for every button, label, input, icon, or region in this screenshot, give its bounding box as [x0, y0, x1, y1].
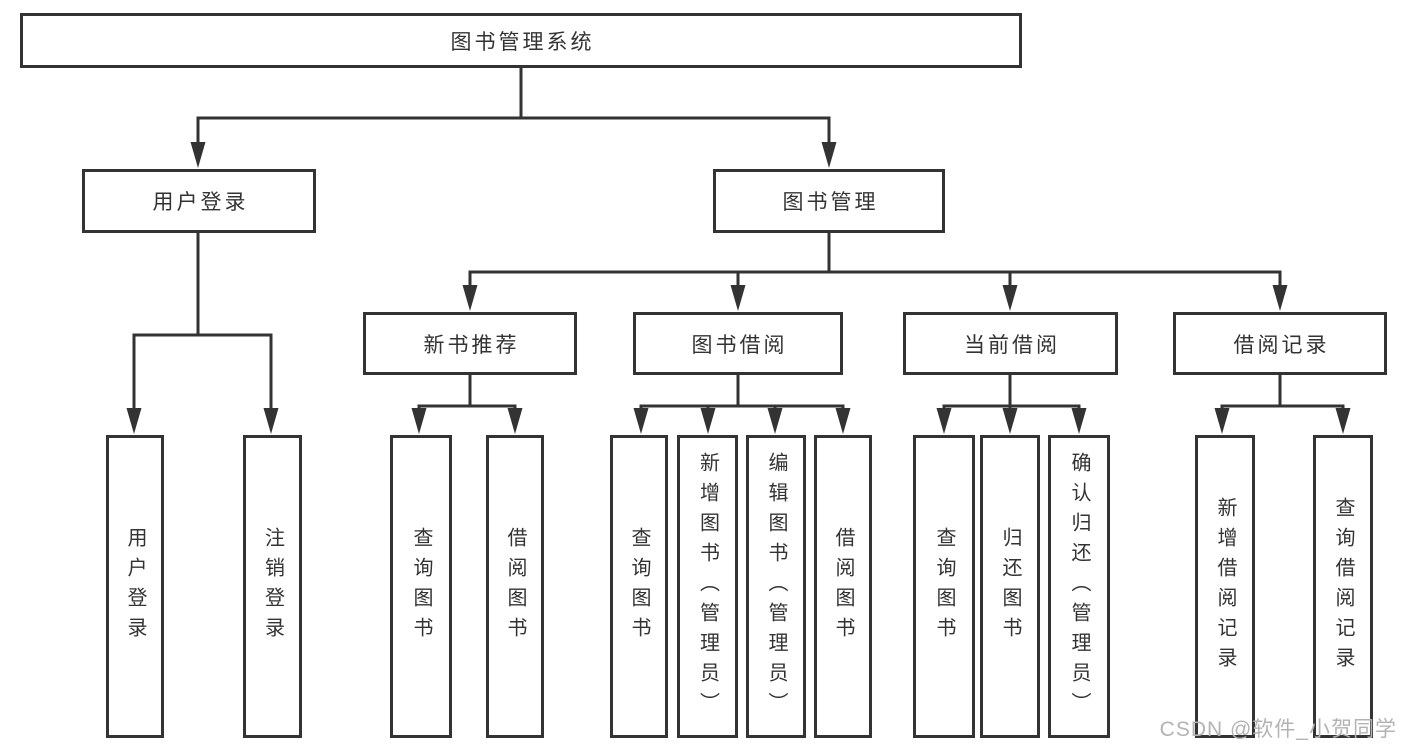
leaf-add-borrow-record: 新增借阅记录 [1195, 435, 1255, 738]
node-root-label: 图书管理系统 [450, 30, 595, 54]
node-book-management-label: 图书管理 [782, 191, 879, 214]
node-borrowing-records-label: 借阅记录 [1233, 333, 1330, 357]
node-borrowing-records: 借阅记录 [1173, 312, 1387, 375]
leaf-add-book-admin: 新增图书（管理员） [677, 435, 738, 738]
node-book-borrowing-label: 图书借阅 [691, 333, 788, 357]
node-book-borrowing: 图书借阅 [633, 312, 843, 375]
leaf-borrow-book: 借阅图书 [486, 435, 544, 738]
leaf-borrow-book: 借阅图书 [814, 435, 872, 738]
arrowheads [126, 142, 1351, 434]
leaf-return-book: 归还图书 [980, 435, 1040, 738]
leaf-user-login: 用户登录 [106, 435, 164, 738]
leaf-query-book: 查询图书 [390, 435, 452, 738]
leaf-query-borrow-record: 查询借阅记录 [1313, 435, 1373, 738]
node-current-borrowing: 当前借阅 [903, 312, 1118, 375]
leaf-edit-book-admin: 编辑图书（管理员） [746, 435, 806, 738]
leaf-confirm-return-admin: 确认归还（管理员） [1048, 435, 1110, 738]
node-new-book-recommendation-label: 新书推荐 [423, 333, 520, 357]
node-user-login-label: 用户登录 [152, 191, 249, 214]
leaf-query-book: 查询图书 [913, 435, 975, 738]
node-new-book-recommendation: 新书推荐 [363, 312, 577, 375]
watermark: CSDN @软件_小贺同学 [1159, 718, 1397, 741]
node-book-management: 图书管理 [713, 169, 945, 233]
leaf-query-book: 查询图书 [610, 435, 668, 738]
node-current-borrowing-label: 当前借阅 [964, 333, 1060, 357]
leaf-logout: 注销登录 [243, 435, 302, 738]
node-root: 图书管理系统 [20, 13, 1022, 68]
node-user-login: 用户登录 [82, 169, 316, 233]
